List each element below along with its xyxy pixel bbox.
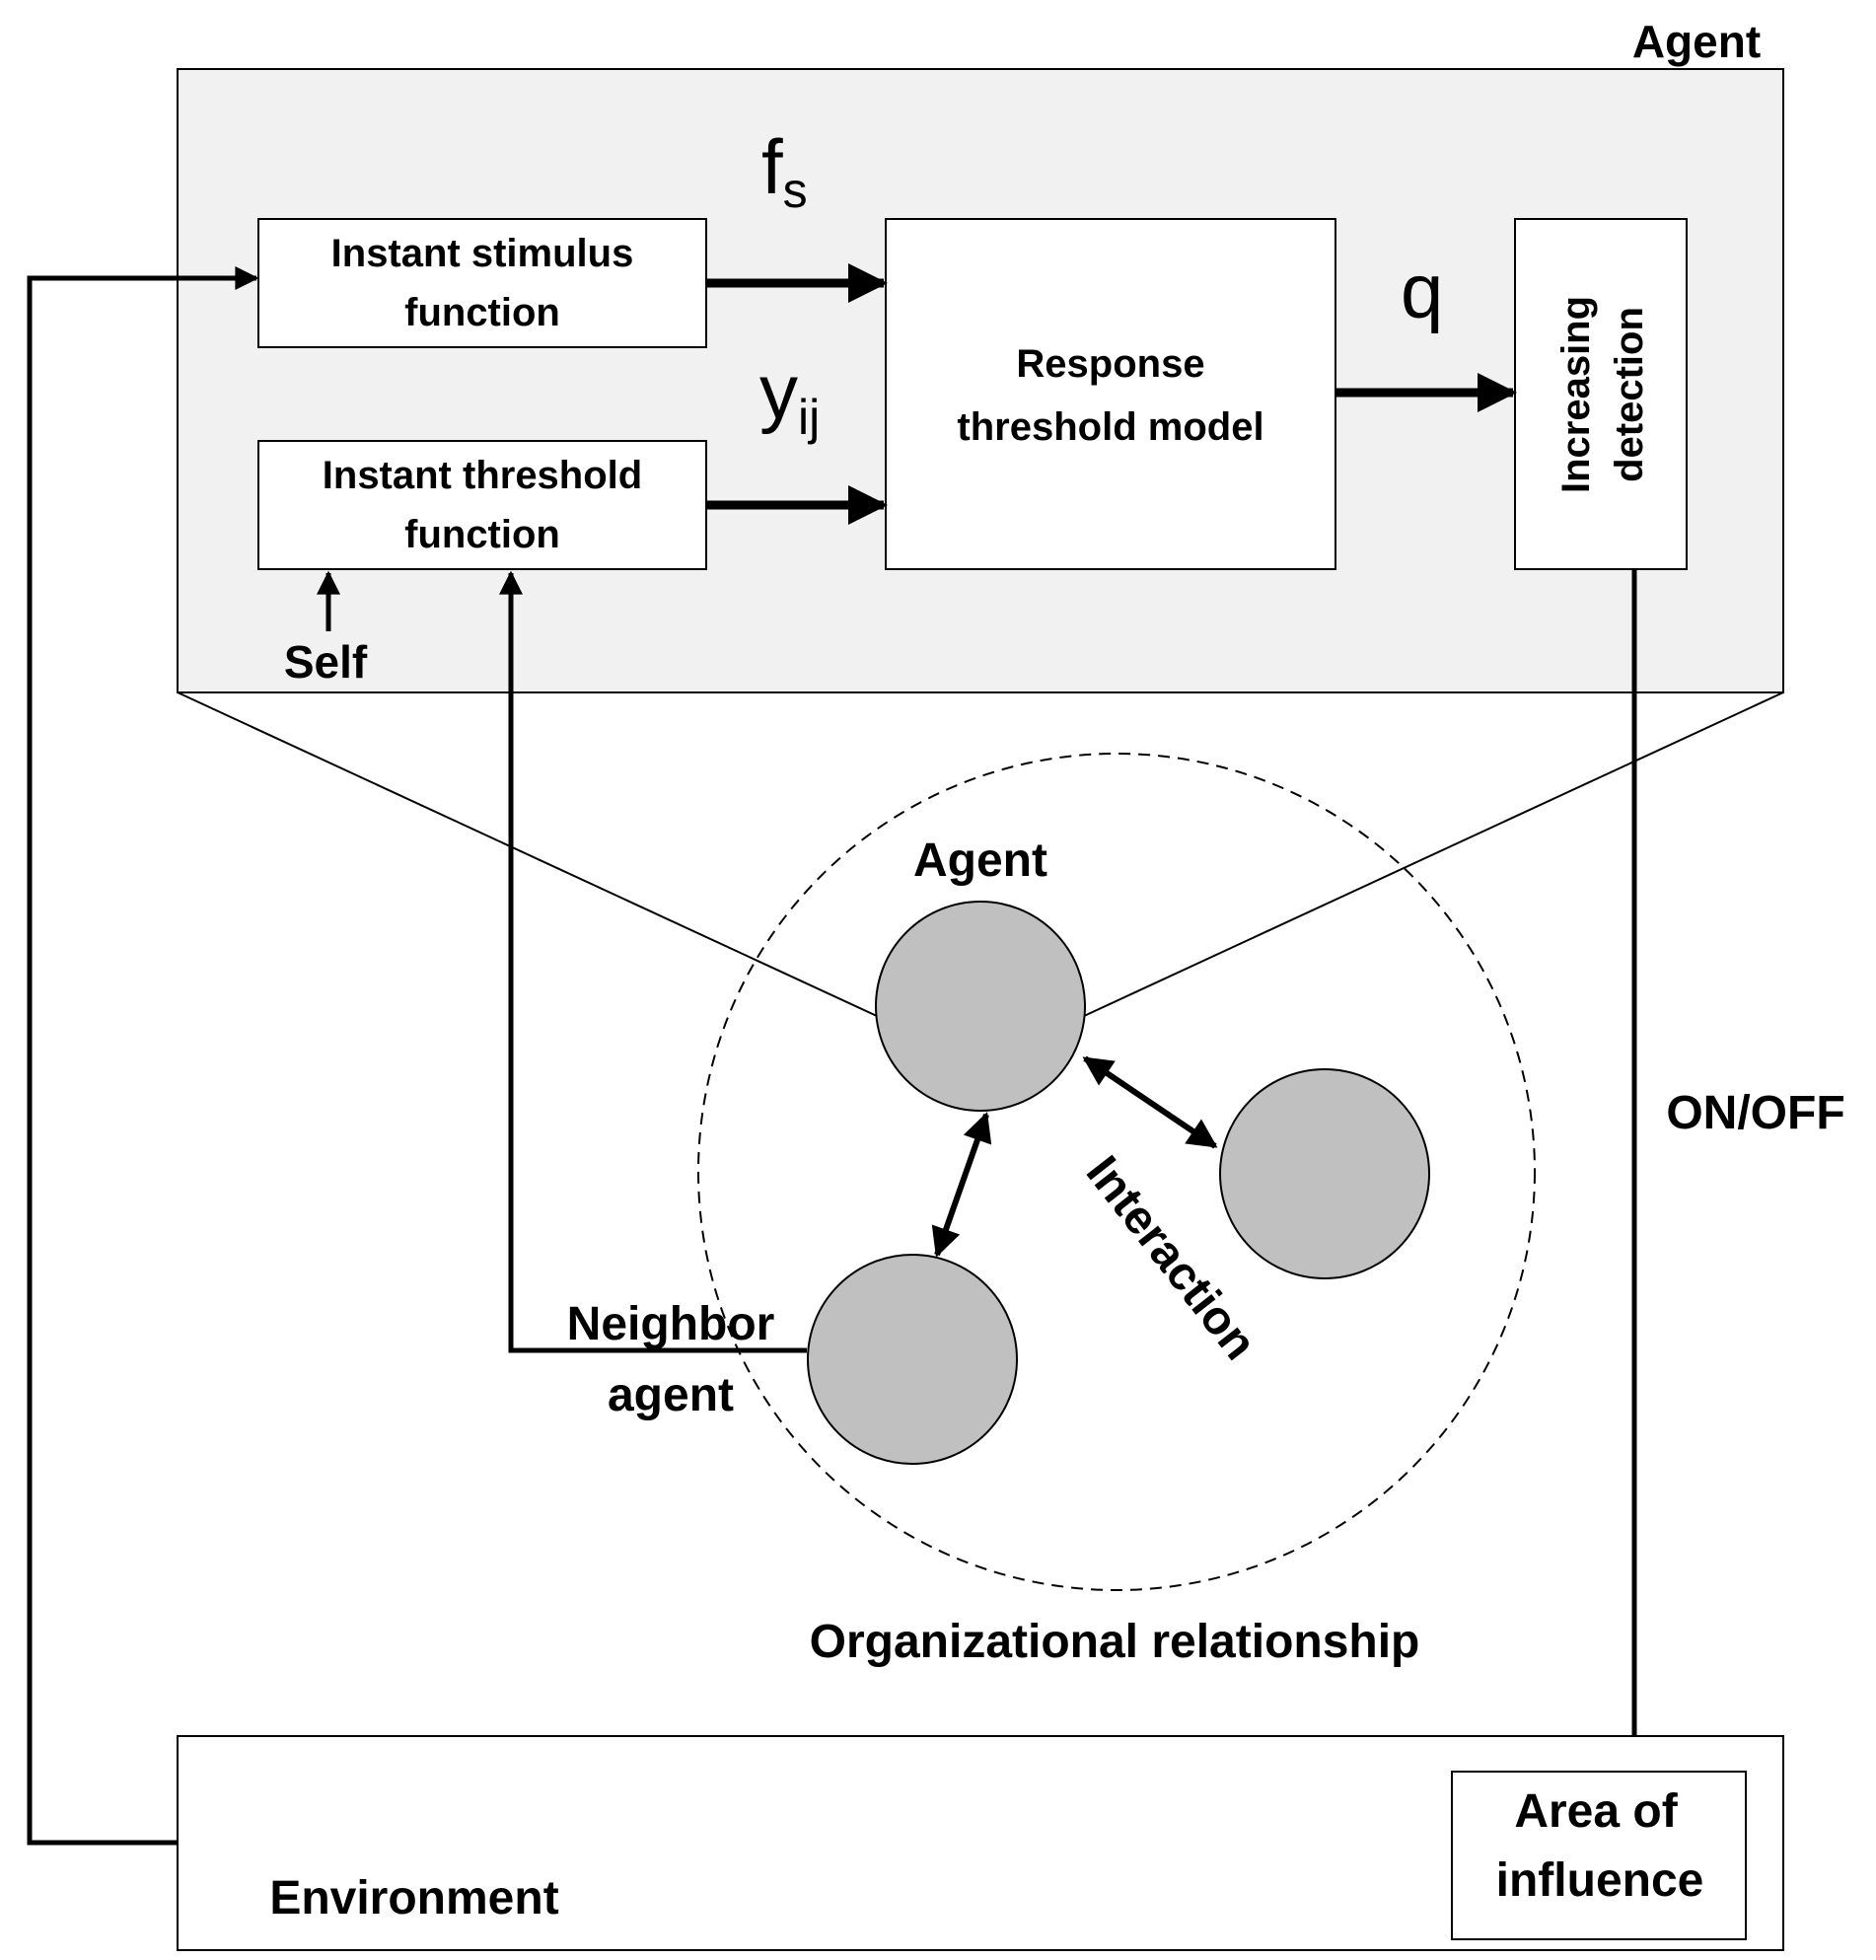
on-off-label: ON/OFF [1666,1087,1844,1139]
area-of-influence-box [1451,1771,1747,1940]
symbol-q: q [1401,248,1443,334]
threshold-function-block [257,440,707,570]
environment-feedback-line [27,266,259,1846]
area-of-influence-label-2: influence [1496,1854,1704,1907]
interaction-arrow-agent-peer [1082,1055,1218,1149]
area-of-influence-label-1: Area of [1514,1785,1678,1838]
zoom-line-right [1083,691,1784,1017]
neighbor-agent-node [807,1254,1018,1465]
agent-node [875,901,1086,1112]
agent-node-label: Agent [913,835,1047,887]
peer-agent-node [1219,1068,1430,1279]
neighbor-label-1: Neighbor [567,1298,775,1350]
organizational-boundary [697,753,1536,1591]
environment-label: Environment [269,1872,558,1924]
neighbor-feedback-line [499,570,807,1353]
response-threshold-label-1: Response [1016,342,1204,386]
increasing-detection-label-2: detection [1608,307,1651,482]
interaction-arrow-agent-neighbor [931,1112,992,1258]
response-threshold-block [885,218,1336,570]
threshold-function-label-1: Instant threshold [323,454,642,497]
stimulus-function-block [257,218,707,348]
threshold-function-label-2: function [404,513,560,556]
increasing-detection-block [1514,218,1688,570]
agent-panel-title: Agent [1632,16,1761,67]
organizational-relationship-label: Organizational relationship [810,1616,1420,1668]
self-label: Self [284,636,368,688]
symbol-fs: fs [761,123,808,218]
response-threshold-label-2: threshold model [957,405,1263,449]
symbol-yij: yij [759,348,820,445]
increasing-detection-label-1: Increasing [1554,296,1598,493]
stimulus-function-label-1: Instant stimulus [331,232,634,275]
zoom-line-left [177,691,878,1017]
stimulus-function-label-2: function [404,291,560,334]
neighbor-label-2: agent [608,1369,734,1421]
